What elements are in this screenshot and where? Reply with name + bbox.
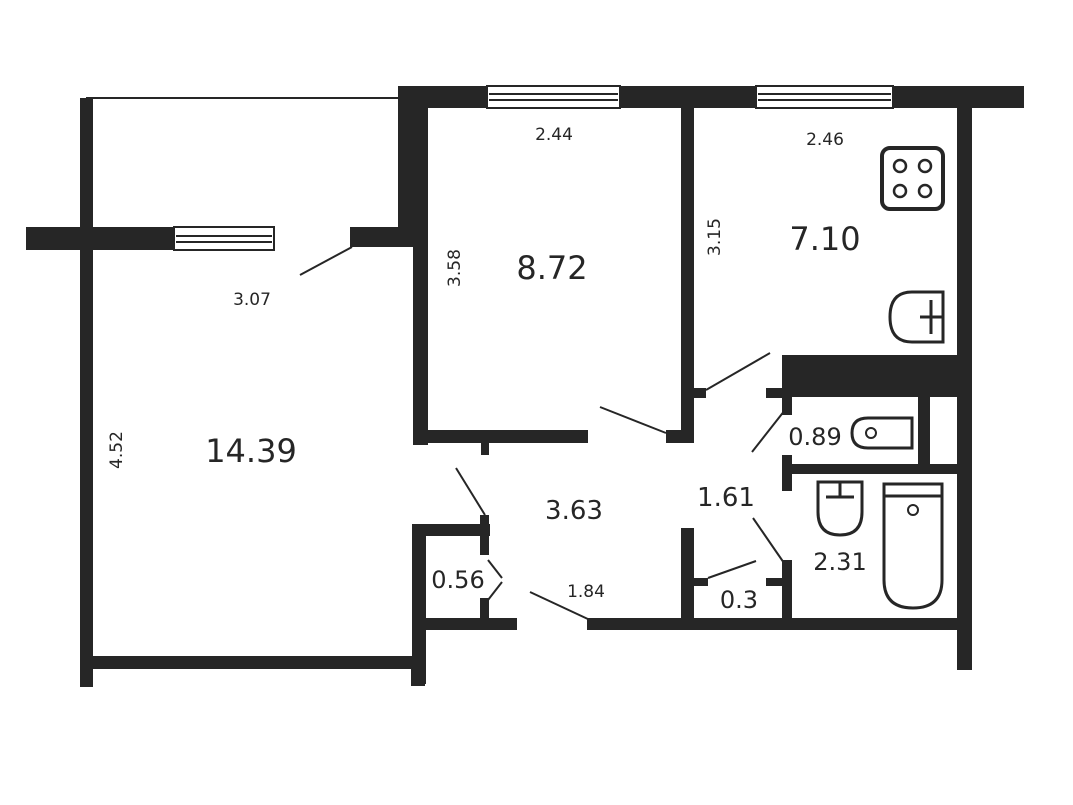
wall-bedroom-left-upper [398, 86, 428, 246]
wall-toilet-door-stub-top [766, 388, 792, 398]
toilet-area: 0.89 [788, 423, 841, 451]
wall-closet-door-stub-top [480, 515, 489, 555]
window-kitchen [755, 85, 894, 109]
wall-living-top-left [26, 227, 174, 250]
wall-bedroom-bottom-stub [481, 443, 489, 455]
pantry-area: 0.3 [720, 586, 758, 614]
closet-area: 0.56 [431, 566, 484, 594]
stove-icon [880, 146, 945, 211]
living-room-area: 14.39 [205, 432, 297, 470]
wall-toilet-right [918, 397, 930, 469]
doors [299, 246, 786, 621]
corridor-area: 1.61 [697, 483, 755, 513]
wall-bedroom-left-lower [413, 240, 428, 445]
hall-area: 3.63 [545, 496, 603, 526]
door-closet-lower [487, 581, 503, 601]
bathroom-area: 2.31 [813, 548, 866, 576]
walls [26, 86, 1024, 687]
wall-closet-left [412, 524, 426, 684]
wall-entrance-bottom [587, 618, 972, 630]
wall-balcony-left [80, 98, 93, 228]
wall-kitchen-door-stub [681, 388, 706, 398]
wall-kitchen-bottom [782, 355, 972, 397]
door-entrance [529, 591, 591, 621]
washbasin-icon [816, 480, 864, 537]
wall-toilet-bottom [782, 464, 972, 474]
wall-closet-top [412, 524, 490, 536]
kitchen-width: 2.46 [806, 130, 844, 150]
door-bathroom [752, 517, 785, 564]
door-toilet [751, 409, 786, 453]
wall-living-bottom [80, 656, 425, 669]
window-living [173, 226, 275, 251]
living-room-width: 3.07 [233, 290, 271, 310]
window-bedroom [486, 85, 621, 109]
kitchen-sink-icon [888, 290, 945, 344]
door-bedroom [599, 406, 667, 434]
wall-bedroom-bottom [413, 430, 588, 443]
wall-bathroom-left [782, 560, 792, 628]
wall-pantry-inner-stub [694, 578, 708, 586]
door-kitchen [705, 352, 771, 391]
door-balcony [299, 246, 353, 276]
kitchen-area: 7.10 [789, 220, 860, 258]
bedroom-width: 2.44 [535, 125, 573, 145]
wall-closet-bottom [412, 618, 517, 630]
wall-pantry-left [681, 528, 694, 628]
wall-bedroom-kitchen [681, 108, 694, 443]
living-room-length: 4.52 [107, 431, 127, 469]
bedroom-rounded-corner [428, 108, 458, 138]
wall-balcony-right-stub [350, 227, 428, 247]
bathtub-icon [882, 482, 944, 610]
windows [173, 85, 894, 251]
wall-pantry-door-stub [766, 578, 792, 586]
bedroom-area: 8.72 [516, 249, 587, 287]
wall-toilet-left-upper [782, 397, 792, 415]
door-living [455, 467, 486, 516]
bedroom-length: 3.58 [445, 249, 465, 287]
wall-living-left [80, 227, 93, 687]
toilet-icon [850, 416, 914, 450]
door-closet-upper [487, 559, 503, 579]
door-pantry [707, 560, 757, 579]
hall-width: 1.84 [567, 582, 605, 602]
wall-closet-door-stub-bottom [480, 598, 489, 622]
kitchen-length: 3.15 [705, 218, 725, 256]
